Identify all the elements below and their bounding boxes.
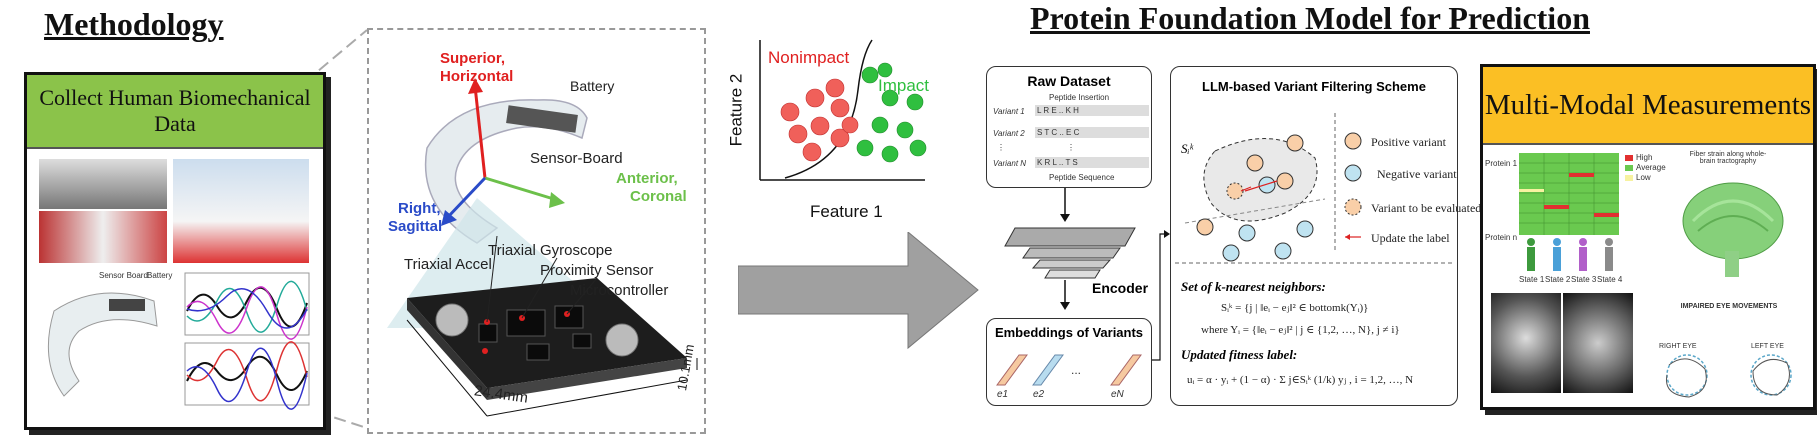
state-label: State 3 [1571,275,1597,284]
brain-tractography-image [1682,182,1784,277]
variant-row-label: Variant 2 [993,129,1025,138]
variant-row-seq: ⋮ [1067,143,1075,152]
connector-arrow-icon [1152,230,1170,361]
llm-scheme-panel: LLM-based Variant Filtering Scheme Sᵢᵏ P… [1170,66,1481,406]
flow-arrow-icon [738,232,979,350]
variant-row-seq: K R L .. T S [1035,157,1149,168]
anterior-label: Anterior, [616,170,678,187]
knn-set-label: Sᵢᵏ [1181,141,1194,156]
knn-where-equation: where Yᵢ = {‖eᵢ − eⱼ‖² | j ∈ {1,2, …, N}… [1201,324,1400,336]
battery-caption: Battery [147,271,173,280]
embeddings-title: Embeddings of Variants [994,325,1144,340]
embedding-label: ... [1071,363,1082,377]
state-figures [1527,238,1613,271]
state-label: State 2 [1545,275,1571,284]
multimodal-card: Multi-Modal Measurements Protein 1 Prote… [1480,64,1816,410]
embedding-label: e2 [1033,389,1045,400]
legend-high: High [1636,153,1653,162]
variant-row-seq: S T C .. E C [1035,127,1149,138]
knn-equation: Sᵢᵏ = {j | ‖eᵢ − eⱼ‖² ∈ bottomk(Yᵢ)} [1221,302,1369,314]
legend-swatch-high [1625,155,1633,161]
classifier-plot [759,39,927,181]
signal-plots [184,272,310,410]
hockey-photo [173,159,309,263]
eye-tracking-plots [1665,354,1792,398]
variant-row-seq: L R E .. K H [1035,105,1149,116]
peptide-insertion-label: Peptide Insertion [1049,93,1110,102]
mri-sagittal-image [1491,293,1561,393]
sagittal-label: Sagittal [388,218,443,235]
proximity-label: Proximity Sensor [540,262,654,279]
embedding-bars [996,354,1142,386]
device-illustration [387,78,698,417]
legend-positive: Positive variant [1371,135,1446,149]
multimodal-title: Multi-Modal Measurements [1483,67,1813,145]
sensor-board-caption: Sensor Board [99,271,148,280]
right-eye-label: RIGHT EYE [1659,343,1697,350]
methodology-heading: Methodology [44,6,224,42]
legend-evaluated: Variant to be evaluated [1371,201,1482,215]
gyroscope-label: Triaxial Gyroscope [488,242,613,259]
impact-label: Impact [878,76,930,95]
raw-dataset-panel: Raw Dataset Peptide Insertion Variant 1 … [986,66,1152,188]
mouthguard-image [47,292,158,397]
feature1-label: Feature 1 [810,202,883,221]
impact-points [856,62,927,163]
state-label: State 4 [1597,275,1623,284]
embedding-label: eN [1111,389,1124,400]
legend-update: Update the label [1371,231,1450,245]
feature2-label: Feature 2 [726,73,746,147]
llm-scheme-title: LLM-based Variant Filtering Scheme [1202,79,1426,94]
raw-dataset-title: Raw Dataset [1027,73,1111,89]
embedding-label: e1 [997,389,1009,400]
eye-movements-title: IMPAIRED EYE MOVEMENTS [1680,303,1778,310]
protein1-label: Protein 1 [1485,159,1518,168]
protein-heatmap [1519,153,1619,235]
collect-data-title: Collect Human Biomechanical Data [27,75,323,149]
legend-average: Average [1636,163,1666,172]
horizontal-label: Horizontal [440,68,514,85]
state-label: State 1 [1519,275,1545,284]
collect-data-card: Collect Human Biomechanical Data Sensor … [24,72,326,430]
superior-label: Superior, [440,50,506,67]
fitness-equation: uᵢ = α · yᵢ + (1 − α) · Σ j∈Sᵢᵏ (1/k) yⱼ… [1187,374,1414,386]
variant-row-label: Variant 1 [993,107,1025,116]
encoder-diagram [1004,188,1136,310]
right-label: Right, [398,200,441,217]
sensor-board-label: Sensor-Board [530,150,623,167]
legend-low: Low [1636,173,1651,182]
knn-title: Set of k-nearest neighbors: [1181,279,1326,294]
knn-cluster-diagram [1175,113,1453,264]
embeddings-panel: Embeddings of Variants e1 e2 ... eN [986,318,1152,406]
fiber-caption: Fiber strain along whole-brain tractogra… [1689,151,1767,165]
nonimpact-points [780,78,859,162]
variant-row-label: ⋮ [997,143,1005,152]
legend-negative: Negative variant [1377,167,1457,181]
peptide-sequence-label: Peptide Sequence [1049,173,1115,182]
coronal-label: Coronal [630,188,687,205]
device-zoom-panel [367,28,706,434]
battery-label: Battery [570,78,615,94]
left-eye-label: LEFT EYE [1751,343,1784,350]
legend-swatch-low [1625,175,1633,181]
nonimpact-label: Nonimpact [768,48,850,67]
fitness-title: Updated fitness label: [1181,347,1298,362]
accel-label: Triaxial Accel [404,256,492,273]
helmet-photo [39,159,167,209]
encoder-label: Encoder [1092,280,1149,296]
microcontroller-label: Microcontroller [570,282,669,299]
mri-coronal-image [1563,293,1633,393]
variant-row-label: Variant N [993,159,1027,168]
legend-swatch-average [1625,165,1633,171]
football-photo [39,211,167,263]
protein-model-heading: Protein Foundation Model for Prediction [1030,0,1590,36]
proteinn-label: Protein n [1485,233,1518,242]
